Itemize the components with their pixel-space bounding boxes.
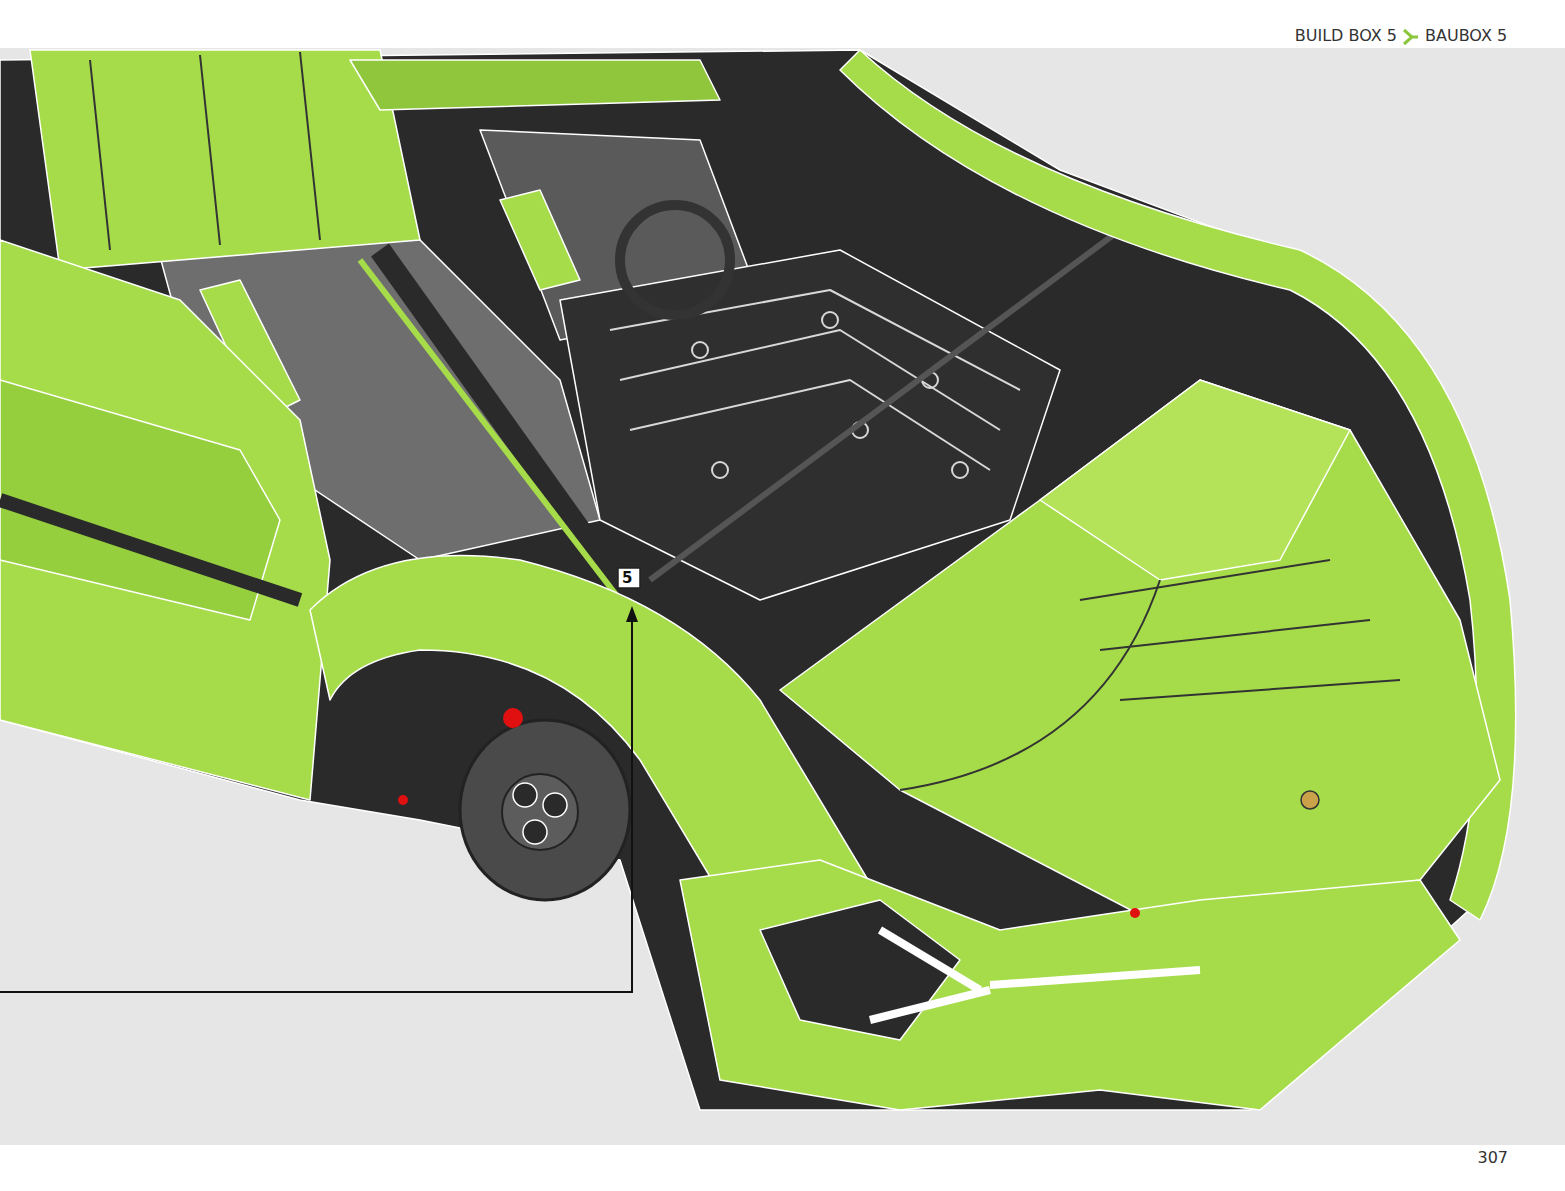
header-title: BAUBOX 5 <box>1425 26 1507 45</box>
header-title: BUILD BOX 5 <box>1295 26 1397 45</box>
callout-number: 5 <box>622 568 632 588</box>
page-number: 307 <box>1477 1148 1508 1167</box>
